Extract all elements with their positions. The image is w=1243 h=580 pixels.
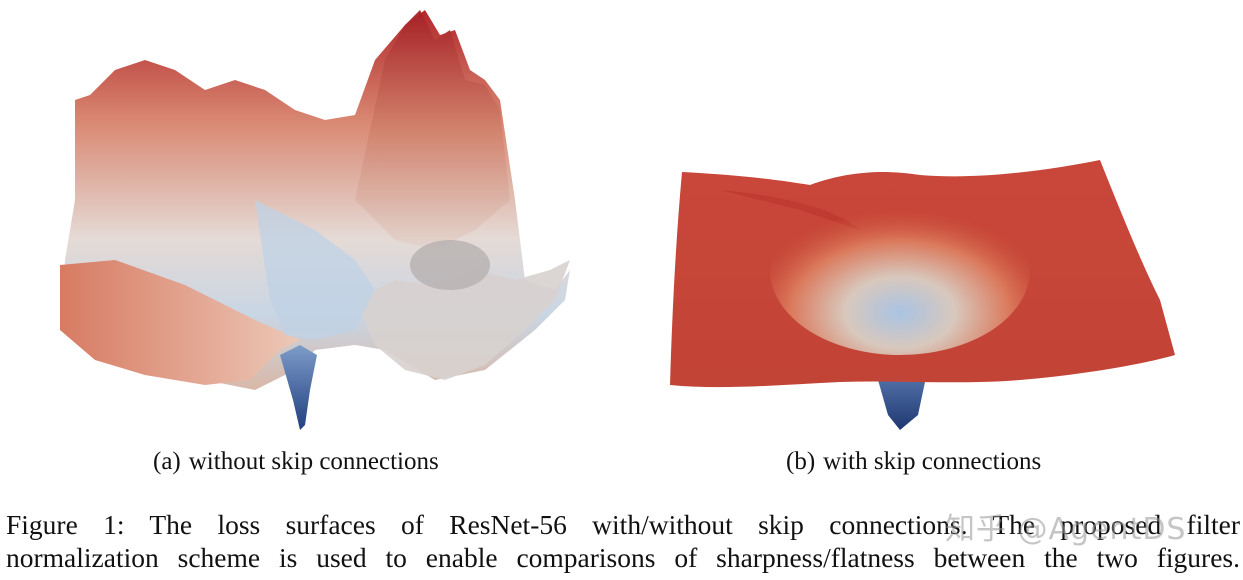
subcaption-a: (a) without skip connections: [153, 448, 439, 476]
figure-caption: Figure 1: The loss surfaces of ResNet-56…: [6, 508, 1240, 574]
subcaption-b-title: with skip connections: [823, 448, 1042, 475]
subcaption-a-label: (a): [153, 448, 181, 475]
subcaption-b-label: (b): [786, 448, 816, 475]
loss-surface-b-graphic: [670, 160, 1175, 430]
caption-line-1: Figure 1: The loss surfaces of ResNet-56…: [6, 509, 1240, 540]
subcaption-a-title: without skip connections: [188, 448, 439, 475]
subcaption-b: (b) with skip connections: [786, 448, 1041, 476]
loss-surface-without-skip: [55, 0, 575, 440]
loss-surface-with-skip: [660, 150, 1200, 440]
loss-surface-a-graphic: [60, 10, 570, 430]
caption-line-2: normalization scheme is used to enable c…: [6, 542, 1240, 573]
